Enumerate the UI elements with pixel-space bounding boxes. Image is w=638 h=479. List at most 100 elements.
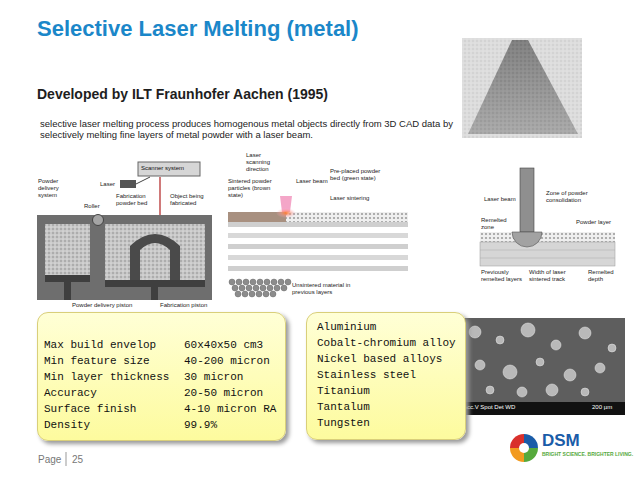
sem-micrograph-part-part <box>579 327 591 339</box>
spec-cell: Max build envelop <box>44 337 170 353</box>
layer-process-figure-part-part <box>232 285 238 291</box>
layer-process-figure-part-part <box>257 279 263 285</box>
part-label: Remelted depth <box>588 269 618 283</box>
part-label: Laser beam <box>296 178 328 185</box>
footer-label: Page <box>38 454 61 466</box>
layer-process-figure-part-part <box>267 285 273 291</box>
sem-micrograph-part-part <box>608 344 616 352</box>
layer-process-figure-part-part <box>278 279 284 285</box>
part-label: Powder delivery system <box>38 178 72 199</box>
part-label: Laser sintering <box>330 195 369 202</box>
layer-process-figure-part-part <box>246 285 252 291</box>
layer-process-figure-part <box>286 212 408 222</box>
machine-schematic-part <box>130 234 180 280</box>
footer-divider <box>66 452 67 466</box>
layer-process-figure-part-part <box>253 285 259 291</box>
melt-pool-schematic <box>480 168 615 266</box>
spec-cell: 99.9% <box>184 417 277 433</box>
sem-micrograph-part-part <box>503 365 517 379</box>
subtitle: Developed by ILT Fraunhofer Aachen (1995… <box>37 86 328 102</box>
layer-process-figure-part <box>228 255 408 260</box>
melt-pool-schematic-part <box>480 232 615 242</box>
sem-micrograph-part-part <box>581 388 589 396</box>
layer-process-figure <box>228 196 408 297</box>
part-label: Previously remelted layers <box>481 269 526 283</box>
machine-schematic-part <box>120 180 136 188</box>
part-label: Laser beam <box>484 196 518 203</box>
sem-micrograph-part <box>460 402 625 415</box>
material-item: Aluminium <box>317 319 455 335</box>
material-item: Titanium <box>317 383 455 399</box>
part-label: Unsintered material in previous layers <box>292 282 364 296</box>
machine-schematic-part <box>136 177 150 184</box>
materials-box: AluminiumCobalt-chromium alloyNickel bas… <box>306 312 466 440</box>
machine-schematic-part <box>45 275 90 282</box>
layer-process-figure-part-part <box>260 285 266 291</box>
part-label: Object being fabricated <box>170 193 210 207</box>
layer-process-figure-part-part <box>281 285 287 291</box>
sem-micrograph-part-part <box>486 386 494 394</box>
machine-schematic-part <box>64 282 71 300</box>
part-label: Remelted zone <box>481 217 515 231</box>
layer-process-figure-part-part <box>242 291 248 297</box>
melt-pool-schematic-part <box>480 250 615 251</box>
sem-micrograph-part-part <box>469 326 481 338</box>
melt-pool-schematic-part <box>512 232 542 247</box>
part-label: Roller <box>84 203 100 210</box>
material-item: Stainless steel <box>317 367 455 383</box>
powder-photo-part <box>462 38 582 138</box>
part-label: Powder layer <box>576 219 611 226</box>
machine-schematic-part <box>151 287 158 300</box>
spec-box: Max build envelop60x40x50 cm3Min feature… <box>37 312 286 441</box>
part-label: Fabrication piston <box>160 302 207 309</box>
powder-photo <box>462 38 582 138</box>
layer-process-figure-part-part <box>250 279 256 285</box>
spec-cell: 4-10 micron RA <box>184 401 277 417</box>
layer-process-figure-part-part <box>239 285 245 291</box>
layer-process-figure-part-part <box>229 279 235 285</box>
layer-process-figure-part-part <box>263 291 269 297</box>
spec-cell: 40-200 micron <box>184 353 277 369</box>
sem-micrograph-part-part <box>546 384 558 396</box>
layer-process-figure-part-part <box>235 291 241 297</box>
layer-process-figure-part-part <box>243 279 249 285</box>
spec-cell: 60x40x50 cm3 <box>184 337 277 353</box>
melt-pool-schematic-part <box>520 168 534 232</box>
scale-bar-label: 200 µm <box>592 404 612 411</box>
page-number: 25 <box>72 454 83 466</box>
description: selective laser melting process produces… <box>40 119 455 141</box>
sem-micrograph-part-part <box>517 387 527 397</box>
layer-process-figure-part-part <box>271 279 277 285</box>
material-item: Nickel based alloys <box>317 351 455 367</box>
sem-micrograph-part-part <box>496 336 504 344</box>
part-label: Width of laser sintered track <box>529 269 584 283</box>
layer-process-figure-part-part <box>236 279 242 285</box>
machine-schematic-part <box>105 280 205 287</box>
powder-photo-part <box>462 38 582 138</box>
part-label: Fabrication powder bed <box>116 193 156 207</box>
melt-pool-schematic-part <box>480 258 615 259</box>
machine-schematic-part <box>93 215 104 226</box>
logo-icon-part <box>519 443 529 453</box>
logo-tagline: BRIGHT SCIENCE. BRIGHTER LIVING. <box>542 452 633 458</box>
machine-schematic-part <box>138 162 200 176</box>
sem-micrograph-part-part <box>551 340 561 350</box>
layer-process-figure-part-part <box>256 291 262 297</box>
spec-cell: 20-50 micron <box>184 385 277 401</box>
machine-schematic-part <box>37 215 212 300</box>
spec-cell: Surface finish <box>44 401 170 417</box>
machine-schematic-part <box>45 224 90 275</box>
spec-cell: Min layer thickness <box>44 369 170 385</box>
part-label: Zone of powder consolidation <box>546 190 606 204</box>
part-label: Laser scanning direction <box>246 152 284 173</box>
layer-process-figure-part-part <box>285 279 291 285</box>
sem-micrograph-part <box>460 318 625 415</box>
layer-process-figure-part <box>228 244 408 249</box>
spec-cell: 30 micron <box>184 369 277 385</box>
material-item: Tantalum <box>317 399 455 415</box>
sem-micrograph <box>460 318 625 415</box>
spec-cell: Density <box>44 417 170 433</box>
layer-process-figure-part-part <box>270 291 276 297</box>
sem-info: Acc.V Spot Det WD <box>463 404 515 411</box>
spec-cell: Accuracy <box>44 385 170 401</box>
